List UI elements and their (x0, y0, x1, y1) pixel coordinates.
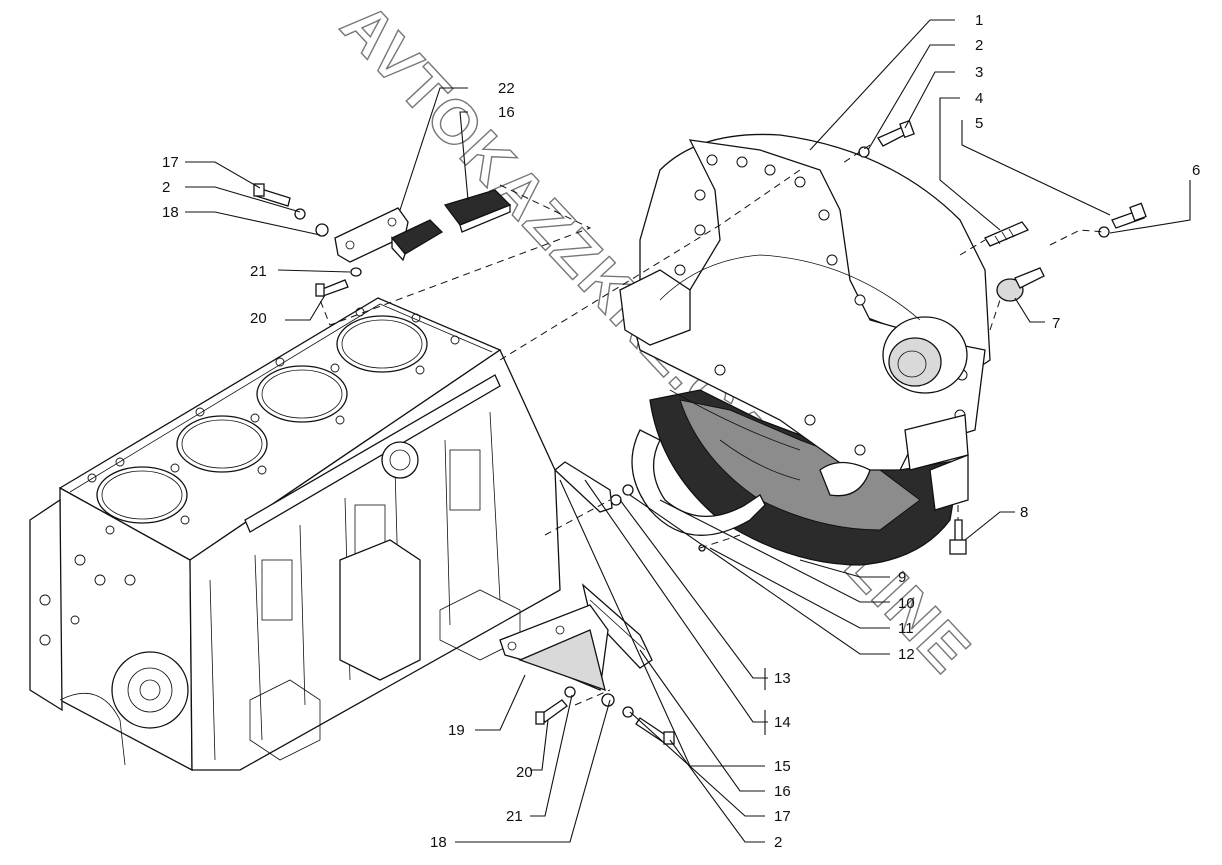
lower-bracket-assembly (499, 461, 653, 692)
callout-16-lower: 16 (774, 783, 791, 800)
callout-6: 6 (1192, 162, 1200, 179)
cover-plate-10 (631, 429, 766, 536)
leader-lines (185, 19, 1191, 843)
callout-3: 3 (975, 64, 983, 81)
callout-labels: 1 2 3 4 5 6 7 8 9 10 11 12 13 14 15 16 1… (162, 12, 1200, 851)
flywheel-housing (619, 133, 991, 566)
callout-20-lower: 20 (516, 764, 533, 781)
callout-13: 13 (774, 670, 791, 687)
callout-10: 10 (898, 595, 915, 612)
callout-16-upper: 16 (498, 104, 515, 121)
callout-9: 9 (898, 569, 906, 586)
callout-8: 8 (1020, 504, 1028, 521)
callout-1: 1 (975, 12, 983, 29)
upper-bracket-assembly (334, 189, 512, 263)
callout-2-upper: 2 (162, 179, 170, 196)
callout-19: 19 (448, 722, 465, 739)
callout-5: 5 (975, 115, 983, 132)
callout-11: 11 (898, 620, 914, 637)
callout-21-upper: 21 (250, 263, 267, 280)
callout-2-lower: 2 (774, 834, 782, 851)
callout-18-lower: 18 (430, 834, 447, 851)
callout-17-lower: 17 (774, 808, 791, 825)
callout-12: 12 (898, 646, 915, 663)
callout-18-upper: 18 (162, 204, 179, 221)
callout-21-lower: 21 (506, 808, 523, 825)
callout-4: 4 (975, 90, 983, 107)
callout-17-upper: 17 (162, 154, 179, 171)
callout-14: 14 (774, 714, 791, 731)
callout-20-upper: 20 (250, 310, 267, 327)
fasteners (253, 119, 1147, 745)
callout-2: 2 (975, 37, 983, 54)
cylinder-block (29, 297, 561, 772)
callout-7: 7 (1052, 315, 1060, 332)
callout-15: 15 (774, 758, 791, 775)
callout-22: 22 (498, 80, 515, 97)
